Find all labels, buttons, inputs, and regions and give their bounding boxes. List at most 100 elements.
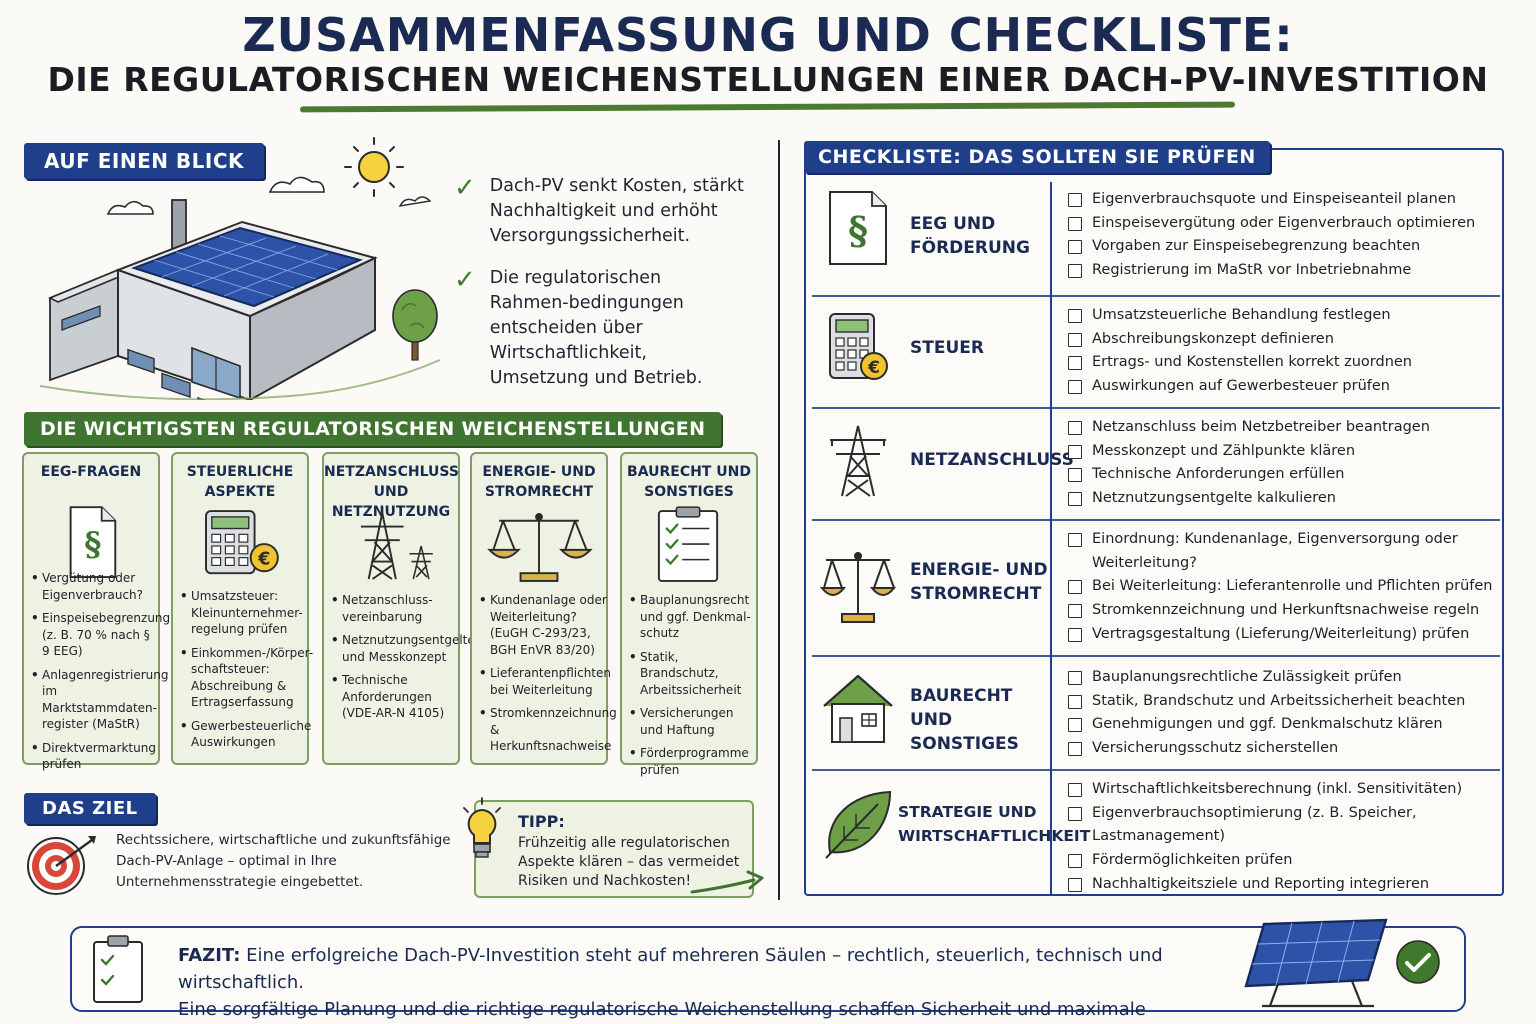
topic-card-eeg: EEG-FRAGEN § Vergütung oder Eigenverbrau…: [22, 452, 170, 771]
row-title: STEUER: [910, 338, 984, 358]
lightbulb-icon: [463, 797, 501, 858]
bullet: Förderprogramme prüfen: [628, 745, 758, 778]
bullet: Versicherungen und Haftung: [628, 705, 758, 738]
row-separator: [812, 655, 1500, 657]
glance-text: Dach-PV senkt Kosten, stärkt Nachhaltigk…: [489, 176, 744, 246]
checklist-item[interactable]: Eigenverbrauchsquote und Einspeiseanteil…: [1068, 188, 1508, 212]
row-items: Umsatzsteuerliche Behandlung festlegen A…: [1068, 304, 1508, 399]
column-divider: [778, 140, 780, 900]
row-items: Wirtschaftlichkeitsberechnung (inkl. Sen…: [1068, 778, 1508, 897]
checklist-item[interactable]: Abschreibungskonzept definieren: [1068, 328, 1508, 352]
checklist-item[interactable]: Statik, Brandschutz und Arbeitssicherhei…: [1068, 690, 1508, 714]
checklist-item[interactable]: Stromkennzeichnung und Herkunftsnachweis…: [1068, 599, 1508, 623]
page-title: ZUSAMMENFASSUNG UND CHECKLISTE:: [242, 8, 1294, 62]
tree-icon: [392, 289, 438, 361]
checklist-panel: § EEG UND FÖRDERUNG Eigenverbrauchsquote…: [804, 148, 1504, 896]
card-title: EEG-FRAGEN: [40, 464, 142, 480]
checklist-item[interactable]: Eigenverbrauchsoptimierung (z. B. Speich…: [1068, 802, 1508, 849]
leaf-icon: [825, 790, 892, 859]
bullet: Direktvermarktung prüfen: [30, 740, 160, 773]
card-title: ENERGIE- UND STROMRECHT: [482, 464, 596, 500]
tipp-text: Frühzeitig alle regulatorischen Aspekte …: [518, 835, 740, 889]
checklist-item[interactable]: Bauplanungsrechtliche Zulässigkeit prüfe…: [1068, 666, 1508, 690]
power-pylon-icon: [360, 507, 433, 580]
scales-icon: [487, 512, 593, 582]
ziel-text: Rechtssichere, wirtschaftliche und zukun…: [116, 832, 451, 890]
checklist-item[interactable]: Versicherungsschutz sicherstellen: [1068, 737, 1508, 761]
row-items: Bauplanungsrechtliche Zulässigkeit prüfe…: [1068, 666, 1508, 761]
row-items: Netzanschluss beim Netzbetreiber beantra…: [1068, 416, 1508, 511]
calculator-euro-icon: €: [829, 313, 888, 380]
bullet: Bauplanungsrecht und ggf. Denkmal-schutz: [628, 592, 758, 642]
bullet: Anlagenregistrierung im Marktstammdaten-…: [30, 667, 168, 733]
checklist-item[interactable]: Ertrags- und Kostenstellen korrekt zuord…: [1068, 351, 1508, 375]
card-bullets: Umsatzsteuer: Kleinunternehmer-regelung …: [179, 588, 313, 758]
tipp-title: TIPP:: [518, 812, 565, 831]
row-title: STRATEGIE UND WIRTSCHAFTLICHKEIT: [898, 803, 1091, 845]
checklist-item[interactable]: Technische Anforderungen erfüllen: [1068, 463, 1508, 487]
bullet: Einspeisebegrenzung (z. B. 70 % nach § 9…: [30, 610, 170, 660]
glance-point-2: ✓ Die regulatorischen Rahmen-bedingungen…: [454, 266, 744, 391]
bullet: Umsatzsteuer: Kleinunternehmer-regelung …: [179, 588, 309, 638]
bullet: Statik, Brandschutz, Arbeitssicherheit: [628, 649, 758, 699]
house-icon: [823, 674, 893, 743]
arrow-icon: [690, 870, 764, 894]
checklist-item[interactable]: Fördermöglichkeiten prüfen: [1068, 849, 1508, 873]
bullet: Kundenanlage oder Weiterleitung? (EuGH C…: [478, 592, 608, 658]
svg-text:€: €: [257, 549, 270, 569]
bullet: Lieferantenpflichten bei Weiterleitung: [478, 665, 611, 698]
fazit-box: FAZIT: Eine erfolgreiche Dach-PV-Investi…: [70, 918, 1466, 1020]
check-icon: ✓: [454, 265, 476, 295]
glance-label: AUF EINEN BLICK: [24, 143, 265, 179]
page-subtitle: DIE REGULATORISCHEN WEICHENSTELLUNGEN EI…: [47, 60, 1489, 99]
topic-card-netz: NETZANSCHLUSS UND NETZNUTZUNG Netzanschl…: [322, 452, 475, 765]
bullet: Einkommen-/Körper-schaftsteuer: Abschrei…: [179, 645, 313, 711]
checklist-item[interactable]: Netzanschluss beim Netzbetreiber beantra…: [1068, 416, 1508, 440]
fazit-line-1: Eine erfolgreiche Dach-PV-Investition st…: [178, 945, 1163, 993]
paragraph-document-icon: §: [829, 191, 887, 265]
checklist-item[interactable]: Wirtschaftlichkeitsberechnung (inkl. Sen…: [1068, 778, 1508, 802]
row-separator: [812, 407, 1500, 409]
tipp-box: TIPP: Frühzeitig alle regulatorischen As…: [474, 800, 754, 898]
topics-label: DIE WICHTIGSTEN REGULATORISCHEN WEICHENS…: [24, 412, 722, 446]
row-separator: [812, 769, 1500, 771]
checklist-item[interactable]: Netznutzungsentgelte kalkulieren: [1068, 487, 1508, 511]
bullet: Netzanschluss-vereinbarung: [330, 592, 460, 625]
checklist-item[interactable]: Einspeisevergütung oder Eigenverbrauch o…: [1068, 212, 1508, 236]
svg-text:€: €: [867, 358, 880, 378]
checklist-item[interactable]: Auswirkungen auf Gewerbesteuer prüfen: [1068, 375, 1508, 399]
target-icon: [27, 836, 96, 895]
card-bullets: Bauplanungsrecht und ggf. Denkmal-schutz…: [628, 592, 758, 785]
checklist-item[interactable]: Bei Weiterleitung: Lieferantenrolle und …: [1068, 575, 1508, 599]
sun-icon: [344, 137, 404, 197]
checklist-item[interactable]: Genehmigungen und ggf. Denkmalschutz klä…: [1068, 713, 1508, 737]
check-icon: ✓: [454, 173, 476, 203]
checklist-item[interactable]: Vertragsgestaltung (Lieferung/Weiterleit…: [1068, 623, 1508, 647]
card-title: STEUERLICHE ASPEKTE: [186, 464, 294, 500]
bullet: Gewerbesteuerliche Auswirkungen: [179, 718, 311, 751]
topic-card-steuer: STEUERLICHE ASPEKTE € Umsatzsteuer: Klei…: [171, 452, 313, 765]
bullet: Netznutzungsentgelte und Messkonzept: [330, 632, 475, 665]
row-title: ENERGIE- UND STROMRECHT: [910, 560, 1048, 604]
bullet: Vergütung oder Eigenverbrauch?: [30, 570, 160, 603]
svg-text:§: §: [84, 525, 101, 564]
row-title: EEG UND FÖRDERUNG: [910, 214, 1030, 258]
bullet: Technische Anforderungen (VDE-AR-N 4105): [330, 672, 460, 722]
checklist-item[interactable]: Einordnung: Kundenanlage, Eigenversorgun…: [1068, 528, 1508, 575]
checklist-item[interactable]: Messkonzept und Zählpunkte klären: [1068, 440, 1508, 464]
checklist-item[interactable]: Nachhaltigkeitsziele und Reporting integ…: [1068, 873, 1508, 897]
checklist-item[interactable]: Registrierung im MaStR vor Inbetriebnahm…: [1068, 259, 1508, 283]
svg-text:§: §: [848, 208, 868, 253]
paragraph-document-icon: §: [69, 506, 117, 579]
ziel-label: DAS ZIEL: [24, 793, 156, 824]
card-bullets: Vergütung oder Eigenverbrauch? Einspeise…: [30, 570, 170, 780]
glance-text: Die regulatorischen Rahmen-bedingungen e…: [489, 268, 703, 388]
row-items: Eigenverbrauchsquote und Einspeiseanteil…: [1068, 188, 1508, 283]
checklist-item[interactable]: Vorgaben zur Einspeisebegrenzung beachte…: [1068, 235, 1508, 259]
checklist-item[interactable]: Umsatzsteuerliche Behandlung festlegen: [1068, 304, 1508, 328]
checklist-label: CHECKLISTE: DAS SOLLTEN SIE PRÜFEN: [804, 141, 1270, 173]
title-underline: [299, 101, 1236, 113]
power-pylon-icon: [830, 425, 886, 497]
solar-panel-icon: [1244, 918, 1388, 1008]
topic-card-energie: ENERGIE- UND STROMRECHT Kundenanlage ode…: [470, 452, 617, 765]
